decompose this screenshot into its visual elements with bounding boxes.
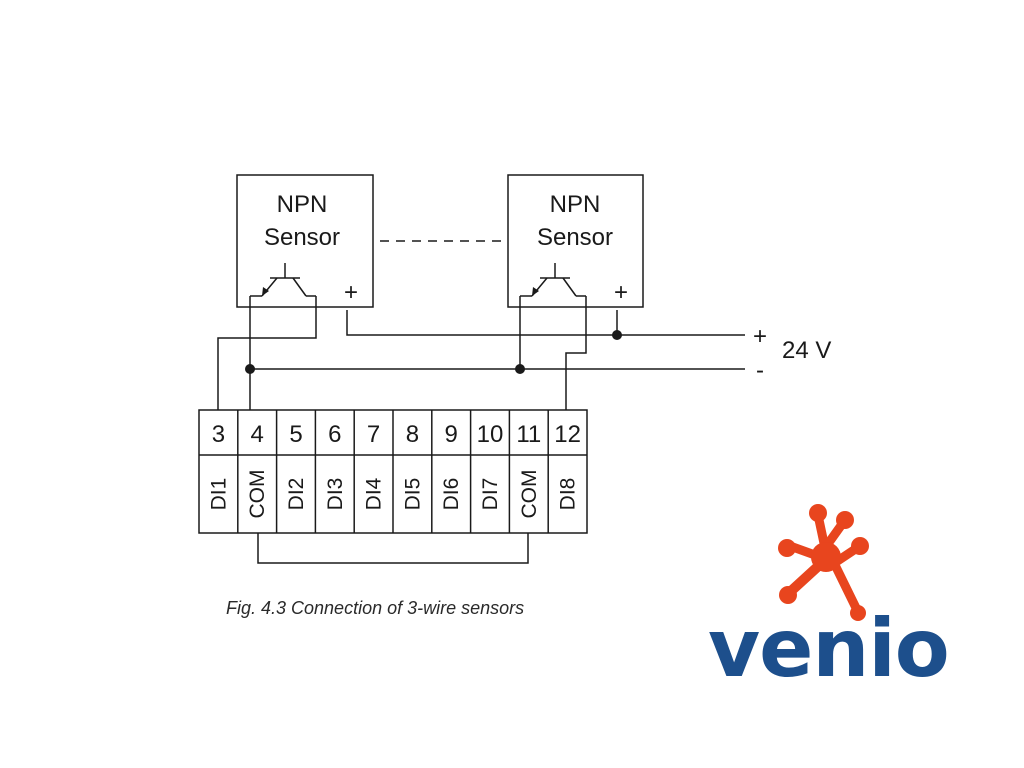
venio-logo: venio <box>708 504 950 695</box>
supply-minus-sign: - <box>756 357 764 384</box>
junction-minus-2 <box>515 364 525 374</box>
sensor-1-box <box>236 174 374 308</box>
terminal-number: 12 <box>554 421 581 448</box>
terminal-label: DI1 <box>207 478 230 511</box>
transistor-2-arrow-icon <box>532 287 539 296</box>
terminal-number: 7 <box>367 421 380 448</box>
terminal-label: DI3 <box>324 478 347 511</box>
sensor-2-title: NPN <box>550 191 601 218</box>
terminal-label: DI8 <box>557 478 580 511</box>
terminal-number: 9 <box>445 421 458 448</box>
sensor-1-title: NPN <box>277 191 328 218</box>
terminal-number: 11 <box>516 421 541 448</box>
sensor-1-subtitle: Sensor <box>264 224 340 251</box>
terminal-label: DI6 <box>440 478 463 511</box>
junction-plus <box>612 330 622 340</box>
figure-caption: Fig. 4.3 Connection of 3-wire sensors <box>226 598 524 618</box>
terminal-number: 3 <box>212 421 225 448</box>
terminal-number: 4 <box>251 421 264 448</box>
wire-di1 <box>217 296 317 410</box>
sensor-2-subtitle: Sensor <box>537 224 613 251</box>
terminal-number: 6 <box>328 421 341 448</box>
terminal-label: DI4 <box>363 477 386 510</box>
wire-com-jumper <box>257 533 529 564</box>
junction-minus-1 <box>245 364 255 374</box>
terminal-number: 10 <box>477 421 504 448</box>
sensor-1-plus: + <box>344 279 358 306</box>
molecule-logo-icon <box>778 504 869 621</box>
supply-plus-sign: + <box>753 323 767 350</box>
sensor-2-box <box>507 174 644 308</box>
terminal-label: DI2 <box>285 478 308 511</box>
sensor-2: NPN Sensor + <box>507 174 644 308</box>
terminal-number: 5 <box>289 421 302 448</box>
terminal-label: DI7 <box>479 478 502 511</box>
junction-dots <box>245 330 622 374</box>
terminal-label: COM <box>518 470 541 519</box>
supply-voltage: 24 V <box>782 337 831 364</box>
venio-logo-text: venio <box>708 602 949 695</box>
transistor-1-icon <box>250 263 316 297</box>
wire-plus-rail <box>346 310 745 336</box>
sensor-2-plus: + <box>614 279 628 306</box>
transistor-1-arrow-icon <box>262 287 269 296</box>
sensor-1: NPN Sensor + <box>236 174 374 308</box>
wire-di8 <box>565 296 587 410</box>
terminal-label: COM <box>246 470 269 519</box>
terminal-number: 8 <box>406 421 419 448</box>
transistor-2-icon <box>520 263 586 297</box>
terminal-label: DI5 <box>401 478 424 511</box>
